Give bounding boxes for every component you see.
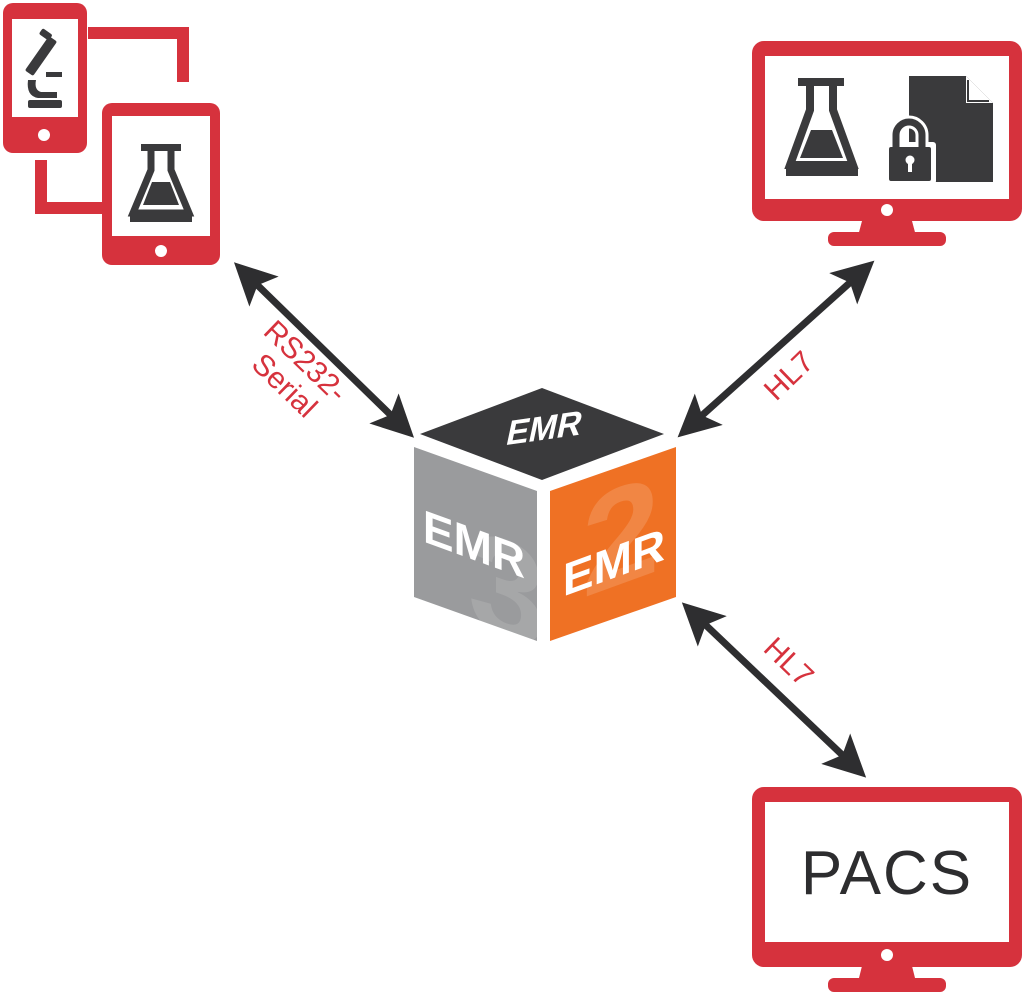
lock-icon (884, 115, 936, 184)
device-link-bracket-bottom (35, 160, 102, 214)
device-link-bracket-top (88, 27, 189, 82)
lab-devices-node (3, 3, 220, 265)
flask-icon (784, 78, 859, 176)
tablet-device (102, 103, 220, 265)
arrow-lab-system-emr (677, 260, 875, 438)
lab-system-monitor (752, 41, 1022, 246)
mobile-phone-device (3, 3, 87, 153)
pacs-label: PACS (801, 839, 973, 908)
pacs-monitor: PACS (752, 787, 1022, 992)
cube-left-face (414, 447, 537, 641)
arrow-emr-pacs (681, 602, 867, 778)
emr-cube: 3 2 EMR EMR EMR (412, 382, 676, 682)
cube-right-face (550, 447, 676, 641)
cube-right-numeral: 2 (582, 443, 660, 628)
arrow-lab-devices-emr (233, 262, 415, 438)
cube-left-numeral: 3 (468, 496, 546, 681)
flask-icon (127, 144, 195, 222)
connectors (233, 260, 875, 778)
microscope-icon (25, 28, 62, 108)
